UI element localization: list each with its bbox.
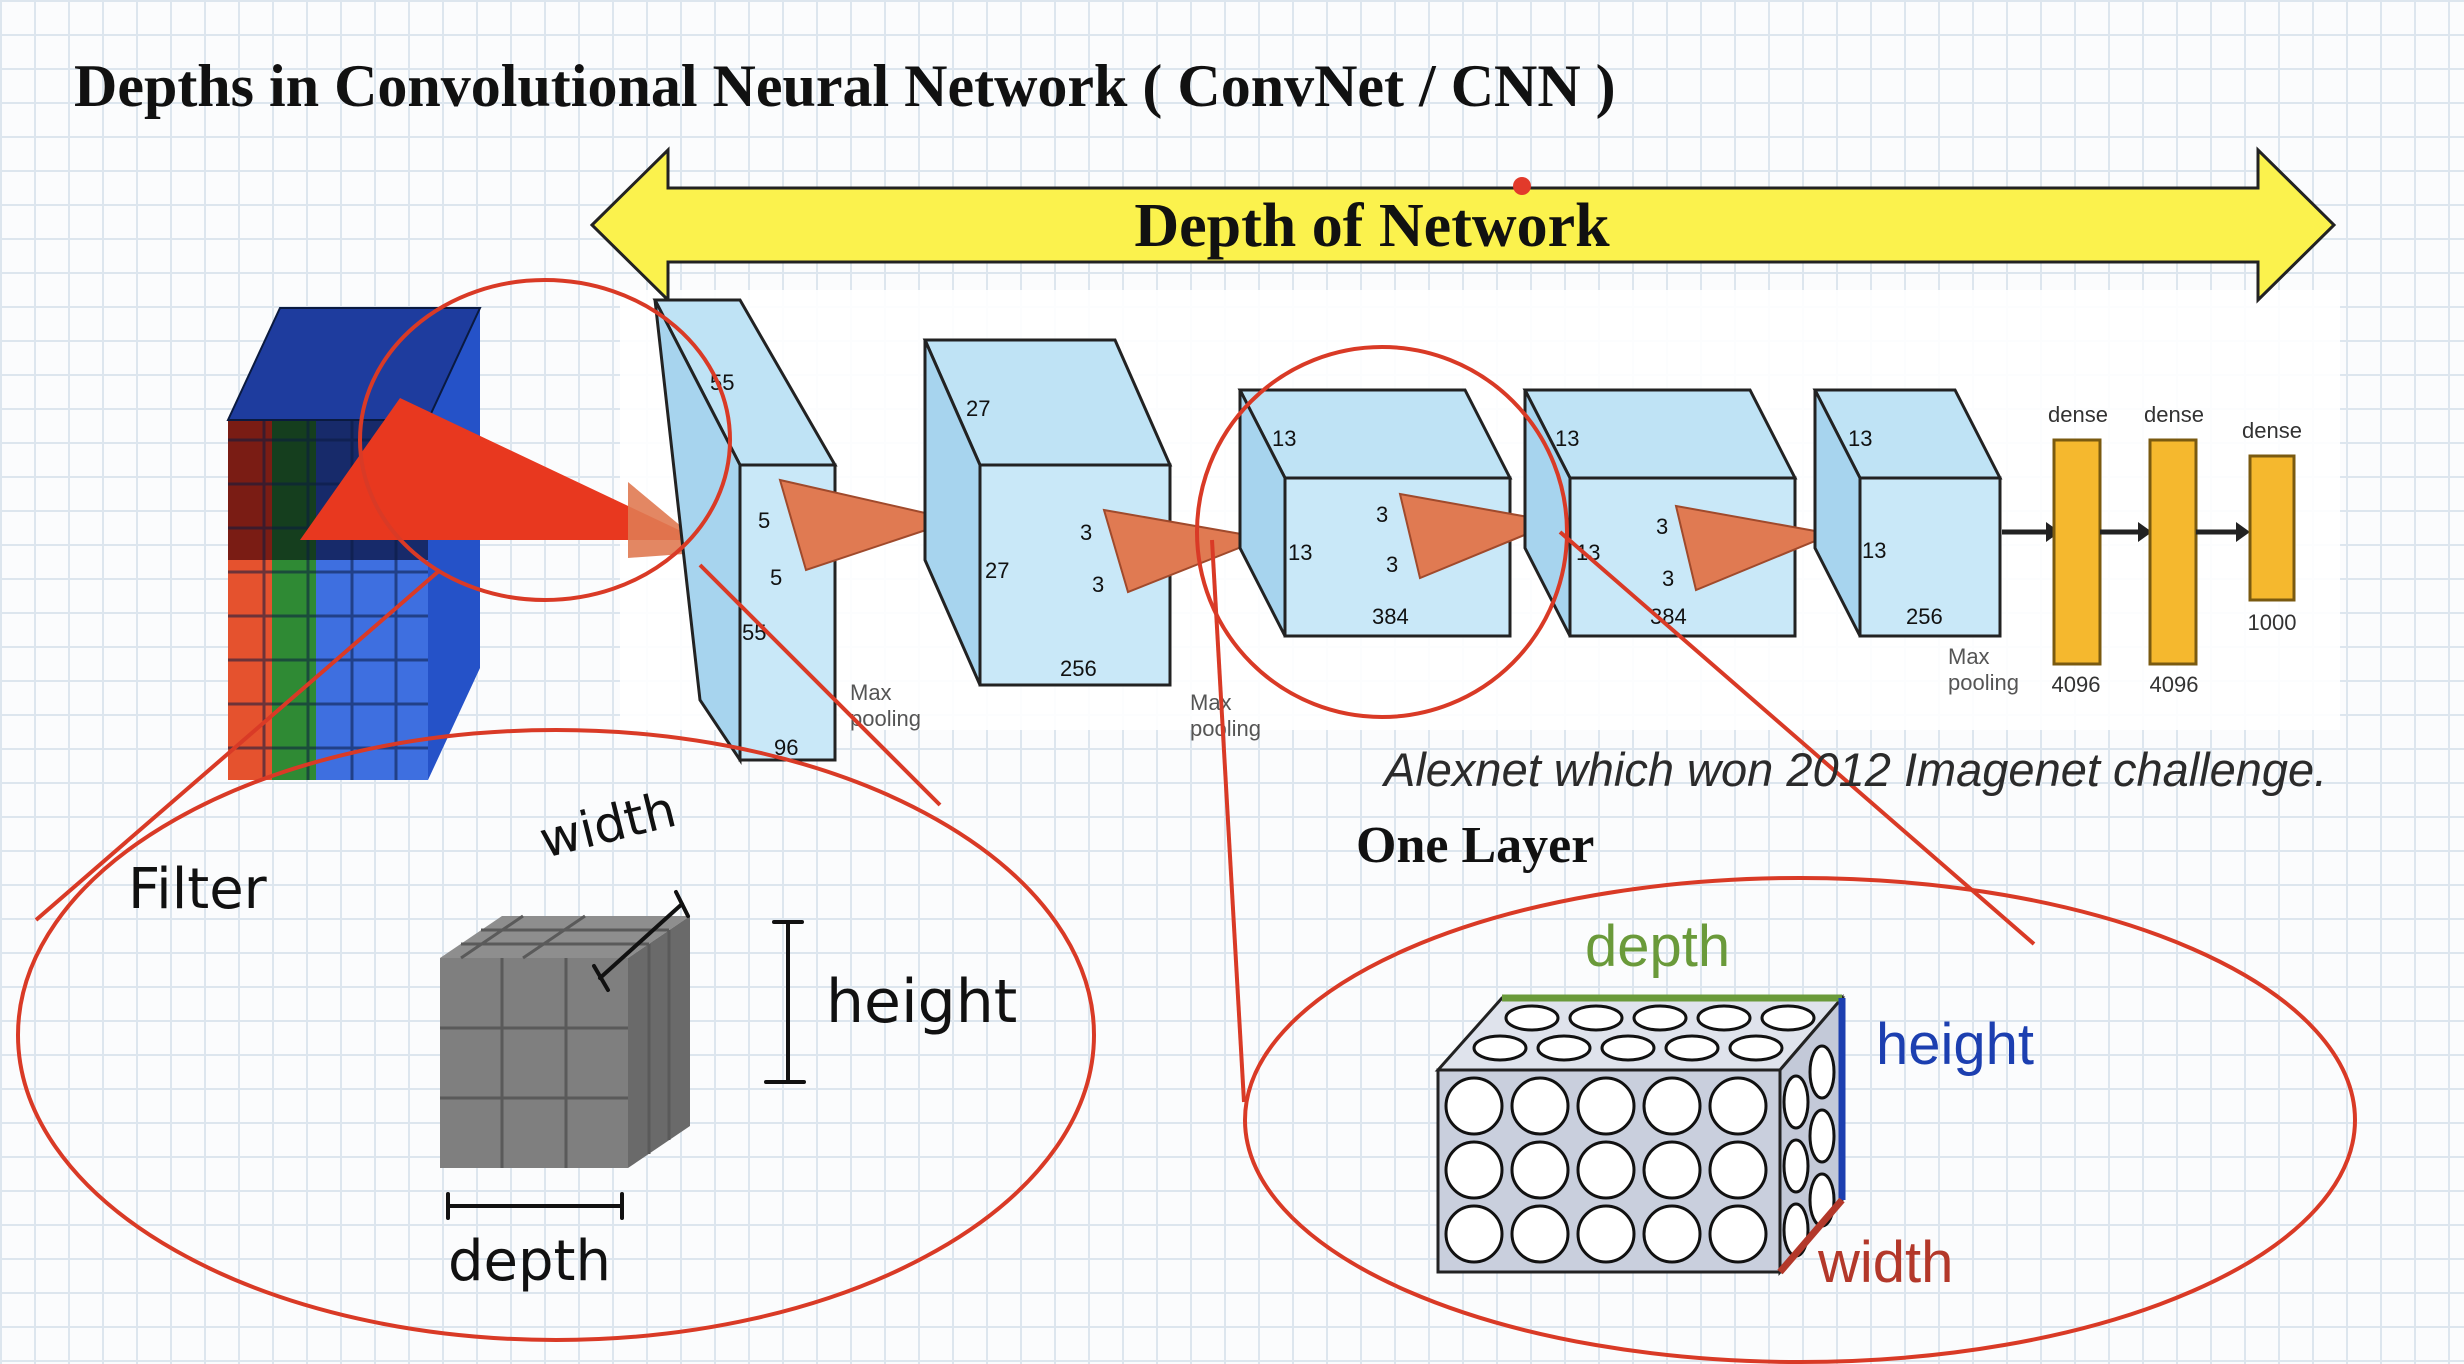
filter-connector-right	[698, 563, 942, 807]
neuron	[1632, 1004, 1688, 1032]
layer-highlight-circle	[1195, 345, 1569, 719]
neuron	[1664, 1034, 1720, 1062]
kernel-cone-4	[1674, 504, 1836, 592]
input-image-volume	[226, 307, 482, 780]
pointer-dot	[1513, 177, 1531, 195]
filter-connector-left	[34, 568, 442, 922]
filter-cube	[440, 914, 690, 1168]
layer1-kernel-b: 5	[770, 565, 782, 590]
neuron	[1472, 1034, 1528, 1062]
layer-width-edge	[1777, 1197, 1845, 1275]
alexnet-caption: Alexnet which won 2012 Imagenet challeng…	[1384, 743, 2328, 796]
layer5-depth-dim: 256	[1906, 604, 1943, 629]
layer3-kernel-b: 3	[1386, 552, 1398, 577]
dense-label-2: dense	[2144, 402, 2204, 427]
neuron	[1510, 1204, 1570, 1264]
layer-height-label: height	[1876, 1012, 2034, 1077]
neuron	[1728, 1034, 1784, 1062]
neuron	[1444, 1140, 1504, 1200]
depth-of-network-label: Depth of Network	[1134, 192, 1610, 260]
neuron	[1808, 1108, 1836, 1164]
filter-depth-label: depth	[448, 1229, 611, 1294]
neuron	[1642, 1204, 1702, 1264]
neuron	[1568, 1004, 1624, 1032]
neuron	[1782, 1138, 1810, 1194]
neuron	[1444, 1204, 1504, 1264]
neuron	[1708, 1140, 1768, 1200]
layer2-top-dim: 27	[966, 396, 990, 421]
layer-neuron-block	[1434, 993, 1846, 1277]
layer1-kernel-a: 5	[758, 508, 770, 533]
filter-height-label: height	[826, 967, 1017, 1037]
layer5-top-dim: 13	[1848, 426, 1872, 451]
depth-of-network-arrow	[589, 146, 2337, 304]
neuron	[1808, 1044, 1836, 1100]
neuron	[1576, 1076, 1636, 1136]
arrowhead-dense-2	[2138, 522, 2152, 542]
layer-zoom-ellipse	[1243, 876, 2357, 1364]
filter-zoom-ellipse	[16, 728, 1096, 1342]
conv-layer-2	[922, 338, 1173, 687]
layer-width-label: width	[1817, 1230, 1953, 1295]
kernel-cone-3	[1398, 492, 1560, 580]
neuron	[1696, 1004, 1752, 1032]
layer3-side-dim: 13	[1288, 540, 1312, 565]
layer3-kernel-a: 3	[1376, 502, 1388, 527]
dense-layer-3	[2248, 454, 2296, 602]
arrowhead-dense-3	[2236, 522, 2250, 542]
neuron	[1536, 1034, 1592, 1062]
neuron	[1642, 1076, 1702, 1136]
filter-dimension-marks	[446, 890, 806, 1220]
layer4-kernel-a: 3	[1656, 514, 1668, 539]
dense-size-3: 1000	[2248, 610, 2297, 635]
neuron	[1708, 1204, 1768, 1264]
page-title: Depths in Convolutional Neural Network (…	[74, 53, 1616, 119]
layer2-depth-dim: 256	[1060, 656, 1097, 681]
layer-depth-label: depth	[1585, 914, 1730, 979]
neuron	[1600, 1034, 1656, 1062]
layer2-kernel-a: 3	[1080, 520, 1092, 545]
dense-size-2: 4096	[2150, 672, 2199, 697]
layer-connector-right	[1558, 530, 2036, 946]
layer3-top-dim: 13	[1272, 426, 1296, 451]
layer4-kernel-b: 3	[1662, 566, 1674, 591]
dense-size-1: 4096	[2052, 672, 2101, 697]
neuron	[1760, 1004, 1816, 1032]
kernel-cone-1	[778, 478, 960, 572]
neuron	[1444, 1076, 1504, 1136]
dense-label-1: dense	[2048, 402, 2108, 427]
neuron	[1510, 1140, 1570, 1200]
layer1-side-dim: 55	[742, 620, 766, 645]
layer4-top-dim: 13	[1555, 426, 1579, 451]
input-filter-cone	[300, 398, 700, 540]
neuron	[1708, 1076, 1768, 1136]
conv-layer-5	[1812, 388, 2003, 638]
layer4-side-dim: 13	[1576, 540, 1600, 565]
layer5-side-dim: 13	[1862, 538, 1886, 563]
layer2-kernel-b: 3	[1092, 572, 1104, 597]
filter-width-label: width	[534, 780, 682, 870]
layer3-depth-dim: 384	[1372, 604, 1409, 629]
neuron	[1782, 1074, 1810, 1130]
filter-label: Filter	[128, 857, 268, 922]
layer2-side-dim: 27	[985, 558, 1009, 583]
neuron	[1576, 1204, 1636, 1264]
neuron	[1576, 1140, 1636, 1200]
one-layer-heading: One Layer	[1356, 817, 1595, 874]
neuron	[1504, 1004, 1560, 1032]
dense-layer-1	[2052, 438, 2102, 666]
input-highlight-circle	[358, 278, 732, 602]
neuron	[1642, 1140, 1702, 1200]
layer-connector-left	[1210, 539, 1246, 1103]
kernel-cone-2	[1102, 508, 1268, 594]
neuron	[1510, 1076, 1570, 1136]
dense-label-3: dense	[2242, 418, 2302, 443]
dense-layer-2	[2148, 438, 2198, 666]
